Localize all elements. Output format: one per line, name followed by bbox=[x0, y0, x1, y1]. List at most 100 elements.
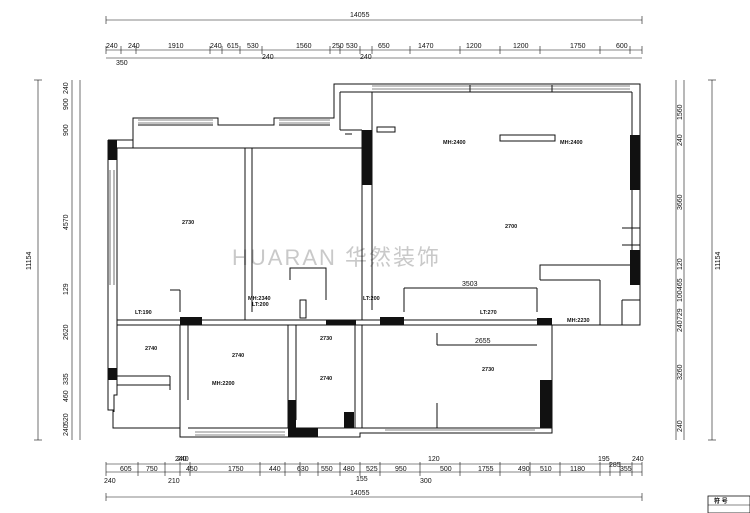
top-dim-10: 650 bbox=[378, 43, 390, 50]
left-dim-1: 240 bbox=[63, 82, 70, 94]
top-dim-13: 1200 bbox=[513, 43, 529, 50]
right-total-dim: 11154 bbox=[715, 251, 722, 270]
lt-label-d: LT:270 bbox=[480, 310, 497, 316]
right-dim-5: 465 bbox=[677, 278, 684, 290]
bottom-sub-dim-4: 155 bbox=[356, 476, 368, 483]
lt-label-b: LT:200 bbox=[363, 296, 380, 302]
bottom-sub-dim-6: 300 bbox=[420, 478, 432, 485]
bottom-sub-dim-2: 210 bbox=[168, 478, 180, 485]
left-dim-7: 335 bbox=[63, 373, 70, 385]
bottom-dim-9: 480 bbox=[343, 466, 355, 473]
right-dim-7: 729 bbox=[677, 308, 684, 320]
title-block-label: 符 号 bbox=[714, 497, 728, 505]
left-dim-3: 900 bbox=[63, 124, 70, 136]
bottom-sub-dim-1: 240 bbox=[104, 478, 116, 485]
lt-label-c: LT:200 bbox=[252, 302, 269, 308]
right-dim-3: 3660 bbox=[677, 194, 684, 210]
bottom-dim-10: 525 bbox=[366, 466, 378, 473]
bottom-dim-18: 285 bbox=[609, 462, 621, 469]
bottom-dim-3: 240 bbox=[175, 456, 187, 463]
left-dim-9: 520 bbox=[63, 413, 70, 425]
bottom-dim-13: 1755 bbox=[478, 466, 494, 473]
bottom-dim-2: 750 bbox=[146, 466, 158, 473]
bottom-dim-14: 490 bbox=[518, 466, 530, 473]
bottom-sub-dim-3: 240 bbox=[177, 456, 189, 463]
bottom-dim-12: 500 bbox=[440, 466, 452, 473]
left-dim-2: 900 bbox=[63, 98, 70, 110]
title-block: 符 号 bbox=[707, 495, 750, 513]
bottom-dim-16: 1180 bbox=[570, 466, 585, 473]
top-sub-dim-1: 350 bbox=[116, 60, 128, 67]
room-label-7: 2730 bbox=[482, 367, 494, 373]
mh-label-d: MH:2230 bbox=[567, 318, 590, 324]
inner-dim-2: 2655 bbox=[475, 338, 491, 345]
left-dim-4: 4570 bbox=[63, 214, 70, 230]
bottom-dim-5: 1750 bbox=[228, 466, 244, 473]
bottom-sub-dim-5: 120 bbox=[428, 456, 440, 463]
left-dim-10: 240 bbox=[63, 424, 70, 436]
bottom-dimensions bbox=[105, 463, 643, 501]
right-dim-6: 100 bbox=[677, 290, 684, 302]
bottom-dim-20: 240 bbox=[632, 456, 644, 463]
bottom-dim-11: 950 bbox=[395, 466, 407, 473]
room-label-1: 2730 bbox=[182, 220, 194, 226]
top-sub-dim-3: 240 bbox=[360, 54, 372, 61]
top-dim-1: 240 bbox=[106, 43, 118, 50]
top-sub-dim-2: 240 bbox=[262, 54, 274, 61]
lt-label-a: LT:190 bbox=[135, 310, 152, 316]
top-dim-12: 1200 bbox=[466, 43, 482, 50]
mh-label-a: MH:2400 bbox=[443, 140, 466, 146]
bottom-dim-15: 510 bbox=[540, 466, 552, 473]
top-dim-3: 1910 bbox=[168, 43, 184, 50]
inner-dim-1: 3503 bbox=[462, 281, 478, 288]
top-dim-8: 250 bbox=[332, 43, 344, 50]
left-dimensions bbox=[34, 79, 81, 441]
right-dim-8: 240 bbox=[677, 320, 684, 332]
top-dim-4: 240 bbox=[210, 43, 222, 50]
mh-label-b: MH:2400 bbox=[560, 140, 583, 146]
left-dim-5: 129 bbox=[63, 283, 70, 295]
room-labels: 2730 2700 2740 2740 2730 2740 2730 MH:24… bbox=[135, 140, 590, 387]
mh-label-e: MH:2200 bbox=[212, 381, 235, 387]
top-dim-7: 1560 bbox=[296, 43, 312, 50]
bottom-dim-4: 450 bbox=[186, 466, 198, 473]
bottom-total-dim: 14055 bbox=[350, 490, 370, 497]
room-label-6: 2740 bbox=[320, 376, 332, 382]
bottom-dim-19: 355 bbox=[620, 466, 632, 473]
watermark: HUARAN 华然装饰 bbox=[232, 245, 441, 270]
bottom-dim-1: 605 bbox=[120, 466, 132, 473]
top-dim-14: 1750 bbox=[570, 43, 586, 50]
top-dim-5: 615 bbox=[227, 43, 239, 50]
room-label-5: 2730 bbox=[320, 336, 332, 342]
bottom-dim-17: 195 bbox=[598, 456, 610, 463]
bottom-dim-8: 550 bbox=[321, 466, 333, 473]
top-dimensions bbox=[105, 16, 643, 59]
top-dim-2: 240 bbox=[128, 43, 140, 50]
top-dim-6: 530 bbox=[247, 43, 259, 50]
bottom-row-ticks bbox=[105, 462, 643, 476]
left-dim-8: 460 bbox=[63, 390, 70, 402]
right-dim-2: 240 bbox=[677, 134, 684, 146]
bottom-dim-6: 440 bbox=[269, 466, 281, 473]
room-label-2: 2700 bbox=[505, 224, 517, 230]
top-dim-11: 1470 bbox=[418, 43, 434, 50]
mh-label-c: MH:2340 bbox=[248, 296, 271, 302]
windows bbox=[109, 85, 630, 436]
top-dim-15: 600 bbox=[616, 43, 628, 50]
top-total-dim: 14055 bbox=[350, 12, 370, 19]
columns bbox=[108, 130, 640, 437]
top-dim-9: 530 bbox=[346, 43, 358, 50]
room-label-4: 2740 bbox=[232, 353, 244, 359]
right-dimensions bbox=[675, 79, 716, 441]
bottom-dim-7: 630 bbox=[297, 466, 309, 473]
right-dim-4: 120 bbox=[677, 258, 684, 270]
left-dim-6: 2620 bbox=[63, 324, 70, 340]
left-total-dim: 11154 bbox=[26, 251, 33, 270]
right-dim-9: 3260 bbox=[677, 364, 684, 380]
top-row-ticks bbox=[105, 46, 643, 54]
right-dim-1: 1560 bbox=[677, 104, 684, 120]
